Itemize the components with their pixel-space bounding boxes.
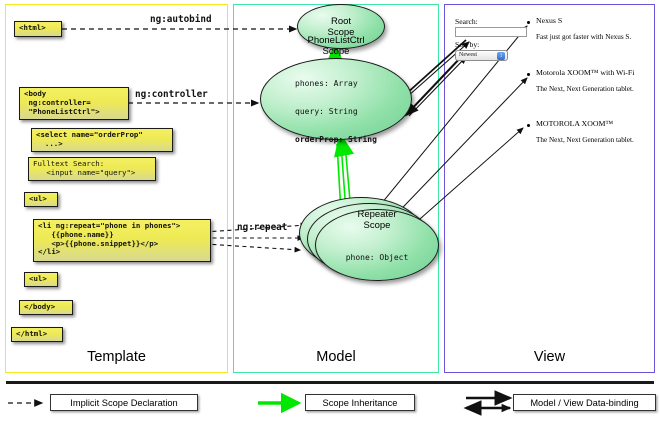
code-box-body-open: <body ng:controller= "PhoneListCtrl">	[19, 87, 129, 120]
prop-phone: phone: Object	[345, 252, 409, 262]
phone-snippet: The Next, Next Generation tablet.	[536, 136, 634, 144]
phone-name: MOTOROLA XOOM™	[536, 119, 614, 128]
code-box-ul-open: <ul>	[24, 192, 58, 207]
phone-snippet: The Next, Next Generation tablet.	[536, 85, 634, 93]
panel-model-title: Model	[316, 349, 356, 365]
legend-scope-inheritance: Scope Inheritance	[305, 394, 415, 411]
scope-phonelistctrl: PhoneListCtrl Scope phones: Array query:…	[260, 35, 412, 144]
code-box-body-close: </body>	[19, 300, 73, 315]
scope-phonelistctrl-props: phones: Array query: String orderProp: S…	[295, 60, 377, 163]
panel-view-title: View	[533, 349, 566, 365]
panel-template: Template	[5, 4, 228, 373]
search-label: Search:	[455, 17, 478, 26]
code-box-ul-close: <ul>	[24, 272, 58, 287]
list-item-bullet	[527, 21, 530, 24]
scope-root: Root Scope	[297, 4, 385, 49]
prop-query: query: String	[295, 106, 358, 116]
legend-divider	[6, 381, 654, 384]
list-item-bullet	[527, 124, 530, 127]
code-box-select: <select name="orderProp" ...>	[31, 128, 173, 152]
phone-snippet: Fast just got faster with Nexus S.	[536, 33, 632, 41]
phone-name: Motorola XOOM™ with Wi-Fi	[536, 68, 635, 77]
code-box-li-repeat: <li ng:repeat="phone in phones"> {{phone…	[33, 219, 211, 262]
code-box-html-close: </html>	[11, 327, 63, 342]
sort-select[interactable]: Newest ↕	[455, 50, 508, 61]
prop-phones: phones: Array	[295, 78, 358, 88]
legend-data-binding: Model / View Data-binding	[513, 394, 656, 411]
label-ng-repeat: ng:repeat	[237, 222, 288, 233]
legend-implicit-scope: Implicit Scope Declaration	[50, 394, 198, 411]
code-box-html-open: <html>	[14, 21, 62, 37]
sort-label: Sort by:	[455, 40, 480, 49]
prop-orderprop: orderProp: String	[295, 135, 377, 145]
code-box-fulltext-search: Fulltext Search: <input name="query">	[28, 157, 156, 181]
scope-root-title: Root Scope	[327, 15, 355, 38]
search-input[interactable]	[455, 27, 527, 37]
scope-repeater: Repeater Scope phone: Object	[315, 209, 439, 281]
scope-repeater-title: Repeater Scope	[357, 208, 397, 231]
label-ng-autobind: ng:autobind	[150, 14, 212, 25]
list-item-bullet	[527, 73, 530, 76]
sort-select-value: Newest	[459, 52, 477, 58]
chevron-down-icon: ↕	[497, 52, 505, 60]
scope-repeater-props: phone: Object	[346, 234, 409, 281]
label-ng-controller: ng:controller	[135, 89, 208, 100]
panel-template-title: Template	[87, 349, 146, 365]
phone-name: Nexus S	[536, 16, 563, 25]
scope-phonelistctrl-title: PhoneListCtrl Scope	[307, 34, 365, 57]
